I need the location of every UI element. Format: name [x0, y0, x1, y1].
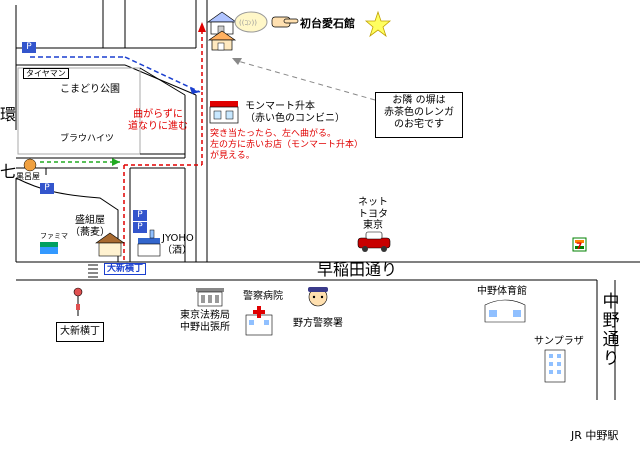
place-komadori: こまどり公園: [60, 84, 120, 95]
house-icon: [207, 30, 237, 51]
place-tayman: タイヤマン: [23, 68, 69, 80]
building-icon: [544, 349, 566, 383]
parking-badge: P: [22, 42, 36, 53]
gym-icon: [484, 299, 526, 323]
place-houmukyoku: 東京法務局 中野出張所: [180, 310, 230, 333]
place-seiseiya: 盛組屋 （蕎麦）: [70, 215, 110, 238]
place-daishin-crossing: 大新横丁: [104, 263, 147, 276]
parking-badge: P: [133, 210, 147, 221]
pointer-arrow: [232, 58, 242, 65]
pointing-hand-icon: [271, 16, 299, 28]
pointer-line: [233, 59, 376, 101]
place-kurobuya: 黒呂屋: [16, 172, 40, 181]
road-label-nakano: 中野通り: [598, 292, 619, 368]
konbini-icon: [209, 101, 239, 124]
liquor-store-icon: [137, 229, 161, 257]
seven-eleven-icon: 7: [572, 237, 587, 252]
place-nakano-gym: 中野体育館: [477, 286, 527, 297]
place-jr-nakano: JR 中野駅: [571, 429, 619, 442]
road-label-nana: 七: [0, 162, 17, 181]
route-green-arrow: [112, 158, 120, 166]
place-keisatsu-hospital: 警察病院: [243, 291, 283, 302]
car-icon: [357, 231, 391, 252]
shop-icon: [23, 158, 37, 172]
road-label-kan: 環: [0, 105, 17, 124]
route-red-arrow: [198, 22, 206, 32]
destination-title: 初台愛石館: [300, 17, 355, 30]
route-blue: [30, 56, 201, 93]
parking-badge: P: [133, 222, 147, 233]
svg-text:((ｺﾝ)): ((ｺﾝ)): [239, 19, 257, 27]
route-blue-arrow: [190, 88, 200, 94]
house-icon: [206, 11, 238, 35]
hospital-icon: [245, 306, 273, 336]
svg-text:7: 7: [576, 242, 582, 252]
soba-shop-icon: [95, 232, 125, 257]
place-jyoho: JYOHO （酒）: [162, 233, 194, 256]
place-famima: ファミマ: [40, 232, 68, 240]
note-neighbor: お隣 の塀は 赤茶色のレンガ のお宅です: [375, 92, 463, 138]
crosswalk: [88, 264, 98, 278]
star-icon: [364, 10, 392, 38]
place-daishin-bus: 大新横丁: [56, 322, 104, 342]
note-straight: 曲がらずに 道なりに進む: [128, 109, 188, 132]
police-icon: [308, 287, 328, 307]
parking-badge: P: [40, 183, 54, 194]
thought-bubble-icon: ((ｺﾝ)): [234, 11, 268, 33]
shop-icon: [40, 242, 58, 254]
place-monmart: モンマート升本 （赤い色のコンビニ）: [245, 101, 345, 124]
building-icon: [196, 288, 224, 307]
road-network: [15, 0, 640, 400]
note-turn: 突き当たったら、左へ曲がる。 左の方に赤いお店（モンマート升本） が見える。: [210, 129, 364, 161]
bus-stop-icon: [73, 287, 83, 316]
road-label-waseda: 早稲田通り: [317, 260, 398, 279]
place-nettoyota: ネット トヨタ 東京: [358, 197, 388, 231]
route-red: [123, 30, 203, 262]
place-sunplaza: サンプラザ: [534, 336, 584, 347]
place-noukata: 野方警察署: [293, 318, 343, 329]
place-brown: ブラウハイツ: [60, 134, 114, 144]
